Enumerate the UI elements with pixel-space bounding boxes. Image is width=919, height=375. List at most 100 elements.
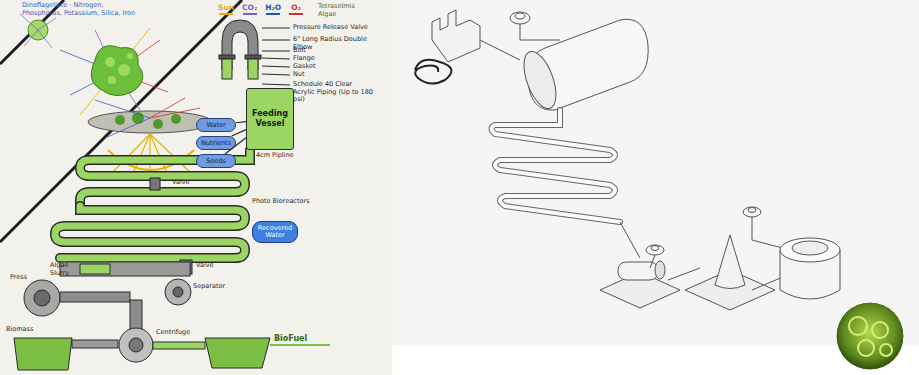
feed-line-path (232, 130, 246, 136)
vessel-box: Feeding Vessel (246, 88, 294, 150)
legend-swatch (266, 13, 280, 15)
legend-item: Sun (218, 3, 234, 15)
isometric-plant-part (618, 262, 658, 280)
photobioreactor-tubes-part (55, 206, 245, 258)
isometric-plant-part (492, 110, 621, 222)
legend-text: H₂O (265, 3, 281, 12)
processing-equipment-part (205, 338, 270, 368)
isometric-plant-part (668, 268, 700, 280)
photobioreactor-tubes (55, 150, 250, 274)
part-label: BioFuel (274, 335, 307, 343)
algae-photo (836, 302, 904, 370)
cell-sketch-part-part (108, 76, 116, 84)
input-blob: Seeds (196, 154, 236, 168)
processing-equipment-part (72, 340, 118, 348)
algae-photo-part-part (880, 344, 892, 356)
processing-equipment-part (80, 264, 110, 274)
render-panel-part (392, 0, 919, 345)
isometric-plant-part (743, 207, 761, 217)
algae-photo-part (849, 317, 892, 356)
part-label: Photo Bioreactors (252, 198, 310, 206)
processing-equipment (14, 262, 330, 370)
legend-item: CO₂ (242, 3, 257, 15)
cell-sketch-part-part (105, 57, 115, 67)
part-label: 4cm Pipline (256, 152, 294, 160)
isometric-plant-part (650, 255, 655, 268)
algae-photo-part-part (872, 322, 888, 338)
algae-photo-part-part (858, 340, 874, 356)
processing-equipment-part (129, 338, 143, 352)
legend-text: Sun (218, 3, 234, 12)
elbow-detail-part (245, 55, 261, 59)
elbow-detail-part (262, 58, 290, 59)
feed-line (232, 130, 246, 136)
cell-sketch-part (88, 111, 212, 133)
photobioreactor-tubes-part (80, 150, 250, 206)
cell-sketch-part-part (95, 100, 150, 118)
cell-sketch-part-part (115, 115, 125, 125)
legend-text: CO₂ (242, 3, 257, 12)
algae-photo-part (836, 302, 904, 370)
cell-sketch-part (95, 100, 150, 138)
part-label: Separator (193, 283, 225, 291)
isometric-plant-part (520, 40, 560, 41)
cell-sketch-part (150, 98, 200, 118)
algae-photo-part-part (849, 317, 867, 335)
legend-swatch (219, 13, 233, 15)
part-label: Pressure Release Valve (293, 24, 368, 32)
isometric-plant-part-part (492, 110, 621, 222)
legend: Sun CO₂ H₂O O₂ (218, 3, 303, 15)
cell-sketch-part-part (127, 53, 133, 59)
elbow-detail-part (262, 40, 290, 41)
node-text-group: Seeds (206, 158, 226, 165)
node-label: Recovered Water (253, 225, 297, 240)
cell-sketch-part (91, 46, 143, 96)
processing-equipment-part (60, 262, 190, 276)
node-label: Water (206, 122, 225, 129)
isometric-plant-part (492, 110, 621, 222)
part-label: Centrifuge (156, 329, 190, 337)
legend-item: O₂ (289, 3, 303, 15)
isometric-plant-part (655, 261, 665, 279)
processing-equipment-part (60, 292, 130, 302)
part-label: Biomass (6, 326, 33, 334)
sketch-paper-part (0, 0, 392, 375)
cell-sketch-part-part (150, 98, 185, 118)
isometric-plant-part (480, 40, 520, 60)
isometric-plant-part (520, 24, 521, 40)
legend-text: O₂ (291, 3, 301, 12)
elbow-detail-part (248, 59, 258, 79)
part-label: Valve (196, 262, 214, 270)
isometric-plant-part (748, 208, 756, 213)
part-label: Dinoflagellate · Nitrogen, Phosphorus, P… (22, 2, 142, 17)
elbow-detail-part (222, 59, 232, 79)
elbow-detail-part (262, 74, 290, 75)
processing-equipment-part (119, 328, 153, 362)
isometric-plant-part (518, 47, 563, 112)
node-text-group: Recovered Water (253, 225, 297, 240)
water-blob: Recovered Water (252, 221, 298, 243)
part-label: 6" Long Radius Double Elbow (293, 36, 388, 51)
cell-sketch-part (60, 28, 168, 115)
photobioreactor-tubes-part (150, 178, 160, 190)
cell-sketch-part-part (38, 18, 56, 30)
processing-equipment-part (173, 287, 183, 297)
isometric-plant-part-part (492, 110, 621, 222)
processing-equipment-part (14, 338, 72, 370)
cell-sketch-part (20, 14, 56, 48)
isometric-plant-part (752, 217, 753, 240)
cell-sketch-part-part (24, 30, 38, 46)
photobioreactor-tubes-part (55, 206, 245, 258)
isometric-plant-part (780, 238, 840, 262)
processing-equipment-part (24, 280, 60, 316)
cell-sketch-part-part (38, 30, 52, 48)
part-label: Valve (172, 179, 190, 187)
node-label: Feeding Vessel (247, 109, 293, 129)
elbow-detail-part (262, 51, 290, 52)
legend-swatch (289, 13, 303, 15)
isometric-plant-part (715, 235, 745, 289)
cell-sketch-part-part (150, 108, 200, 118)
